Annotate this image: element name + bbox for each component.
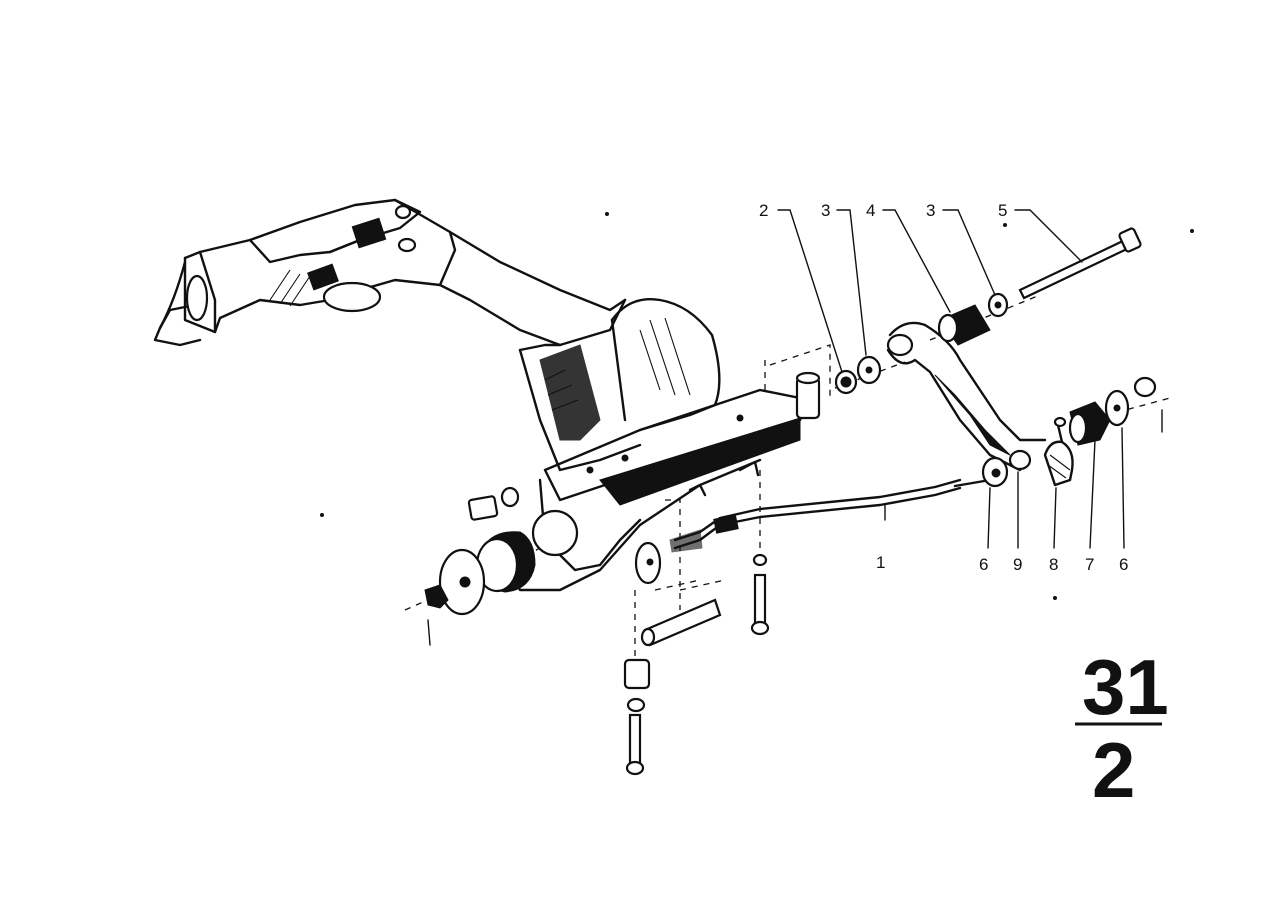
callout-9: 9 (1013, 555, 1022, 574)
group-main-number: 31 (1082, 643, 1169, 731)
callout-5: 5 (998, 201, 1007, 220)
control-arm (886, 321, 1047, 488)
callout-3-right: 3 (926, 201, 935, 220)
fasteners-center (623, 344, 831, 776)
callout-1: 1 (876, 553, 885, 572)
callout-labels: 2 3 4 3 5 1 6 9 8 7 6 (759, 201, 1128, 574)
scan-specks (320, 212, 1194, 600)
axle-carrier (153, 198, 812, 592)
callout-3-left: 3 (821, 201, 830, 220)
callout-6-right: 6 (1119, 555, 1128, 574)
bolt-stack-upper (834, 227, 1142, 395)
callout-7: 7 (1085, 555, 1094, 574)
ball-joint (1043, 416, 1074, 487)
group-number: 31 2 (1075, 643, 1169, 814)
bushings-right (1068, 376, 1171, 446)
group-sub-number: 2 (1092, 726, 1135, 814)
callout-2: 2 (759, 201, 768, 220)
callout-6-left: 6 (979, 555, 988, 574)
callout-4: 4 (866, 201, 875, 220)
tension-strut (669, 478, 992, 553)
callout-8: 8 (1049, 555, 1058, 574)
bushing-stack-left (404, 486, 541, 646)
leader-lines (777, 209, 1125, 549)
